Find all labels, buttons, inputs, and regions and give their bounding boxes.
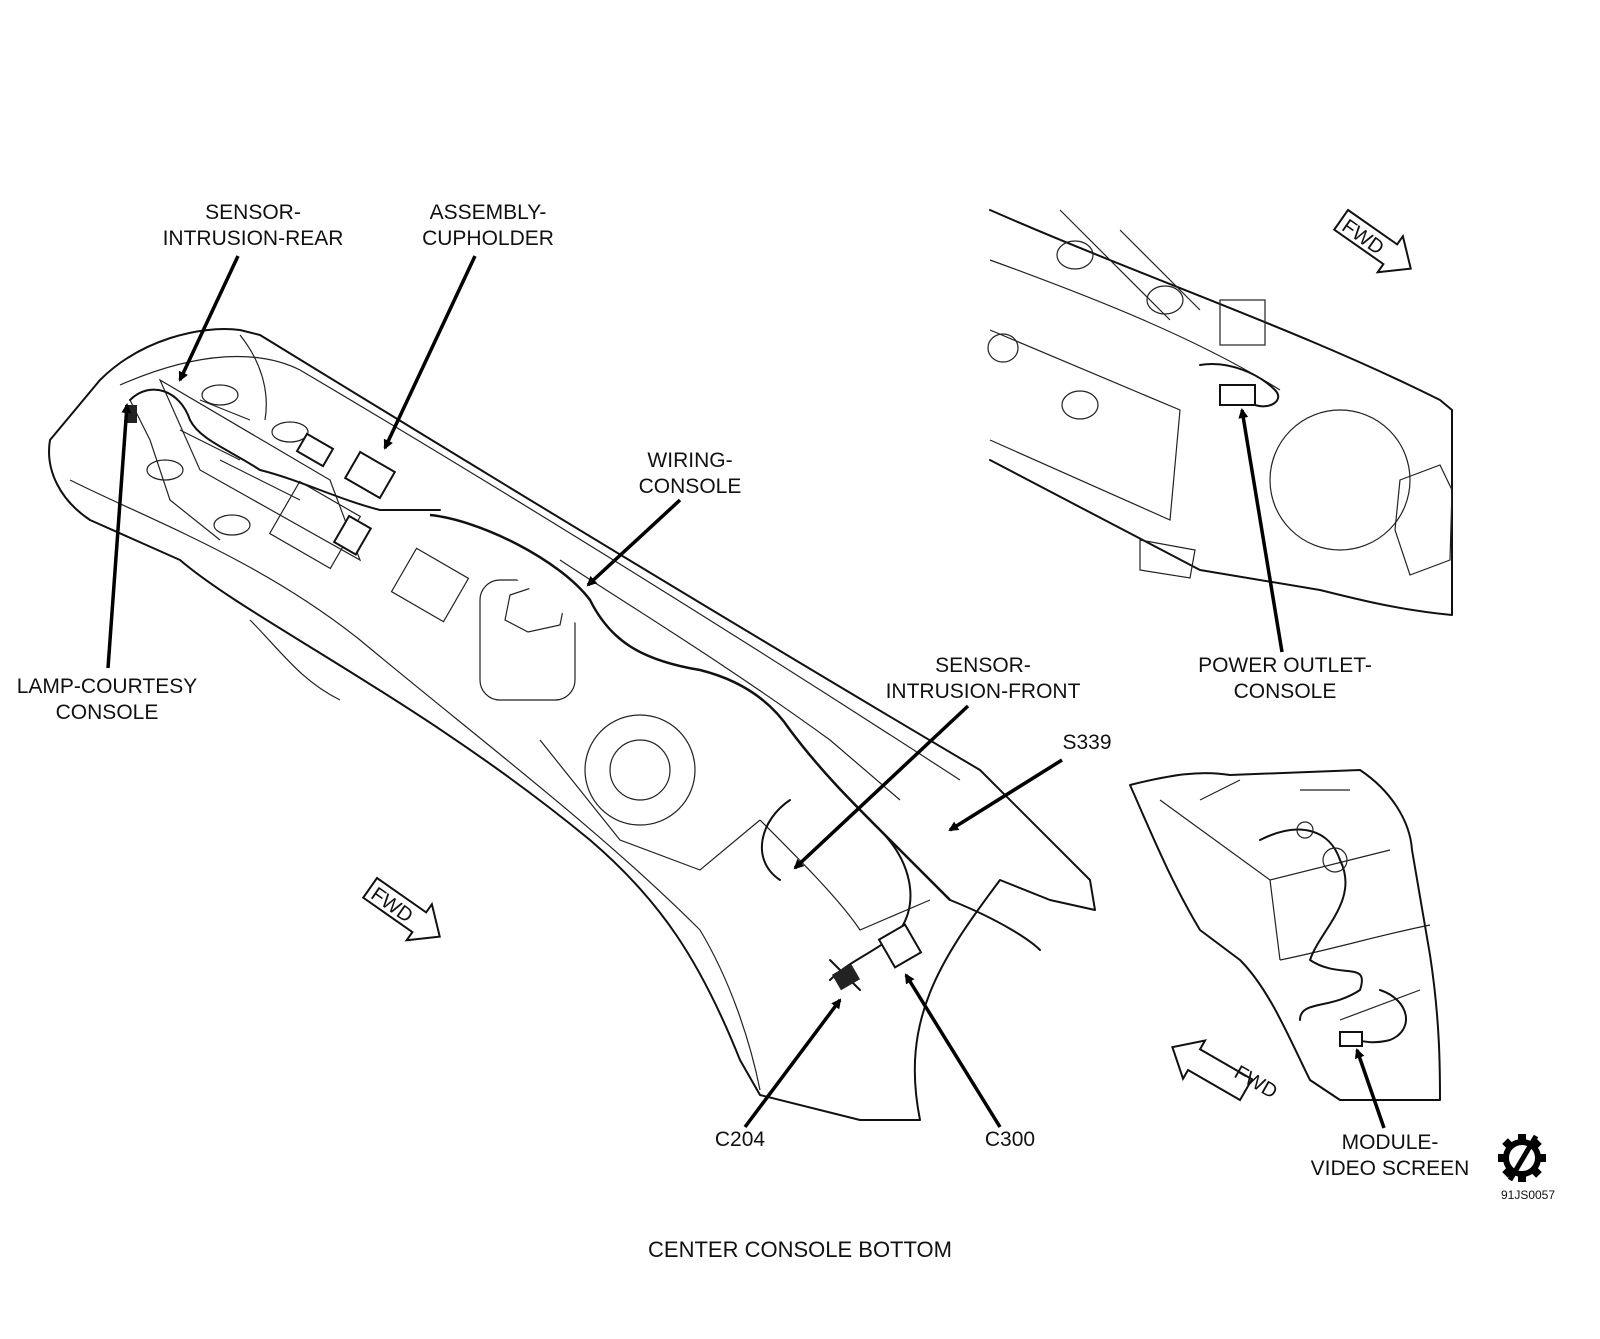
leader-c300 <box>904 973 1002 1128</box>
leader-sensor-intrusion-rear <box>178 255 240 382</box>
figure-id: 91JS0057 <box>1500 1188 1556 1202</box>
label-sensor-intrusion-rear: SENSOR- INTRUSION-REAR <box>162 201 344 250</box>
label-wiring-console: WIRING- CONSOLE <box>638 449 742 498</box>
fwd-arrow-bottom-inset: FWD <box>1171 1039 1281 1103</box>
leader-power-outlet-console <box>1238 408 1284 653</box>
leader-sensor-intrusion-front <box>793 704 970 870</box>
leader-s339 <box>948 758 1063 832</box>
fwd-arrow-top-inset: FWD <box>1332 208 1412 274</box>
label-assembly-cupholder: ASSEMBLY- CUPHOLDER <box>422 201 554 250</box>
leader-wiring-console <box>586 498 682 587</box>
label-c300: C300 <box>984 1128 1036 1151</box>
label-module-video-screen: MODULE- VIDEO SCREEN <box>1310 1131 1470 1180</box>
service-symbol-icon <box>1498 1134 1546 1182</box>
label-sensor-intrusion-front: SENSOR- INTRUSION-FRONT <box>885 654 1081 703</box>
leader-c204 <box>743 998 842 1129</box>
video-screen-inset-drawing <box>1129 769 1441 1101</box>
leader-assembly-cupholder <box>383 255 477 450</box>
label-c204: C204 <box>714 1128 766 1151</box>
leader-lines <box>106 255 1386 1129</box>
label-power-outlet-console: POWER OUTLET- CONSOLE <box>1198 654 1372 703</box>
label-s339: S339 <box>1062 731 1112 754</box>
caption: CENTER CONSOLE BOTTOM <box>648 1237 952 1262</box>
fwd-arrow-main: FWD <box>361 876 441 942</box>
leader-module-video-screen <box>1354 1048 1386 1129</box>
power-outlet-inset-drawing <box>987 209 1453 616</box>
leader-lamp-courtesy-console <box>106 403 132 669</box>
label-lamp-courtesy-console: LAMP-COURTESY CONSOLE <box>16 675 198 724</box>
